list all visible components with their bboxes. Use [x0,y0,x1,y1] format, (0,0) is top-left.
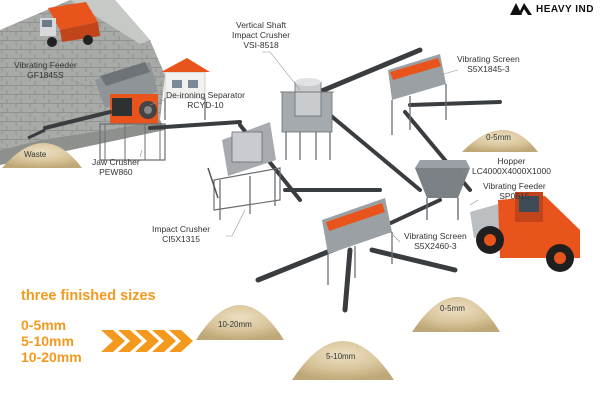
stockpile-bottom-left [196,305,284,340]
vibrating-screen-bottom [322,198,393,285]
label-line: Hopper [497,156,526,166]
vibrating-screen-top [388,54,447,135]
impact-crusher-station [207,122,281,220]
label-vibrating-screen-s5x1845: Vibrating Screen S5X1845-3 [457,54,520,74]
dump-truck [40,2,100,47]
label-line: S5X1845-3 [467,64,510,74]
pile-label-bottom-left: 10-20mm [218,320,252,329]
label-impact-crusher: Impact Crusher CI5X1315 [152,224,210,244]
label-line: GF1845S [27,70,64,80]
label-line: CI5X1315 [162,234,200,244]
conveyor-network [43,47,502,313]
brand-mark-icon [509,3,532,15]
pile-label-bottom-right: 0-5mm [440,304,465,313]
finished-size-item: 10-20mm [21,349,82,365]
callout-leaders [69,51,479,243]
stockpile-bottom-middle [292,341,394,380]
label-line: SP0815 [499,191,530,201]
label-line: Jaw Crusher [92,157,140,167]
label-line: S5X2460-3 [414,241,457,251]
finished-sizes-panel: three finished sizes 0-5mm 5-10mm 10-20m… [21,288,156,365]
jaw-crusher-station [95,62,166,161]
label-vibrating-screen-s5x2460: Vibrating Screen S5X2460-3 [404,231,467,251]
label-deironing-separator: De-ironing Separator RCYD-10 [166,90,245,110]
pile-label-bottom-middle: 5-10mm [326,352,356,361]
wheel-loader [470,192,580,272]
label-hopper: Hopper LC4000X4000X1000 [472,156,551,176]
label-line: De-ironing Separator [166,90,245,100]
stockpile-top-right [462,130,538,152]
finished-size-item: 5-10mm [21,333,74,349]
label-line: Vibrating Screen [457,54,520,64]
label-line: Vibrating Screen [404,231,467,241]
chevron-arrow-icon [101,330,193,352]
stockpile-bottom-right [412,297,500,332]
pile-label-top-right: 0-5mm [486,133,511,142]
finished-sizes-heading: three finished sizes [21,288,156,304]
control-room [161,58,210,120]
label-line: PEW860 [99,167,133,177]
label-line: Impact Crusher [152,224,211,234]
label-line: Vibrating Feeder [483,181,546,191]
label-vsi-crusher: Vertical Shaft Impact Crusher VSI-8518 [232,20,290,50]
label-jaw-crusher: Jaw Crusher PEW860 [92,157,140,177]
brand-logo: HEAVY IND [509,3,594,15]
label-vibrating-feeder-gf1845s: Vibrating Feeder GF1845S [14,60,77,80]
label-line: LC4000X4000X1000 [472,166,551,176]
pile-label-waste: Waste [24,150,47,159]
hopper [415,160,470,220]
finished-size-item: 0-5mm [21,317,67,333]
brand-name: HEAVY IND [535,3,594,15]
vsi-crusher-structure [280,78,334,160]
waste-pile [2,128,82,168]
label-vibrating-feeder-sp0815: Vibrating Feeder SP0815 [483,181,546,201]
label-line: Impact Crusher [232,30,291,40]
label-line: Vibrating Feeder [14,60,77,70]
label-line: RCYD-10 [187,100,224,110]
label-line: Vertical Shaft [236,20,287,30]
label-line: VSI-8518 [243,40,279,50]
